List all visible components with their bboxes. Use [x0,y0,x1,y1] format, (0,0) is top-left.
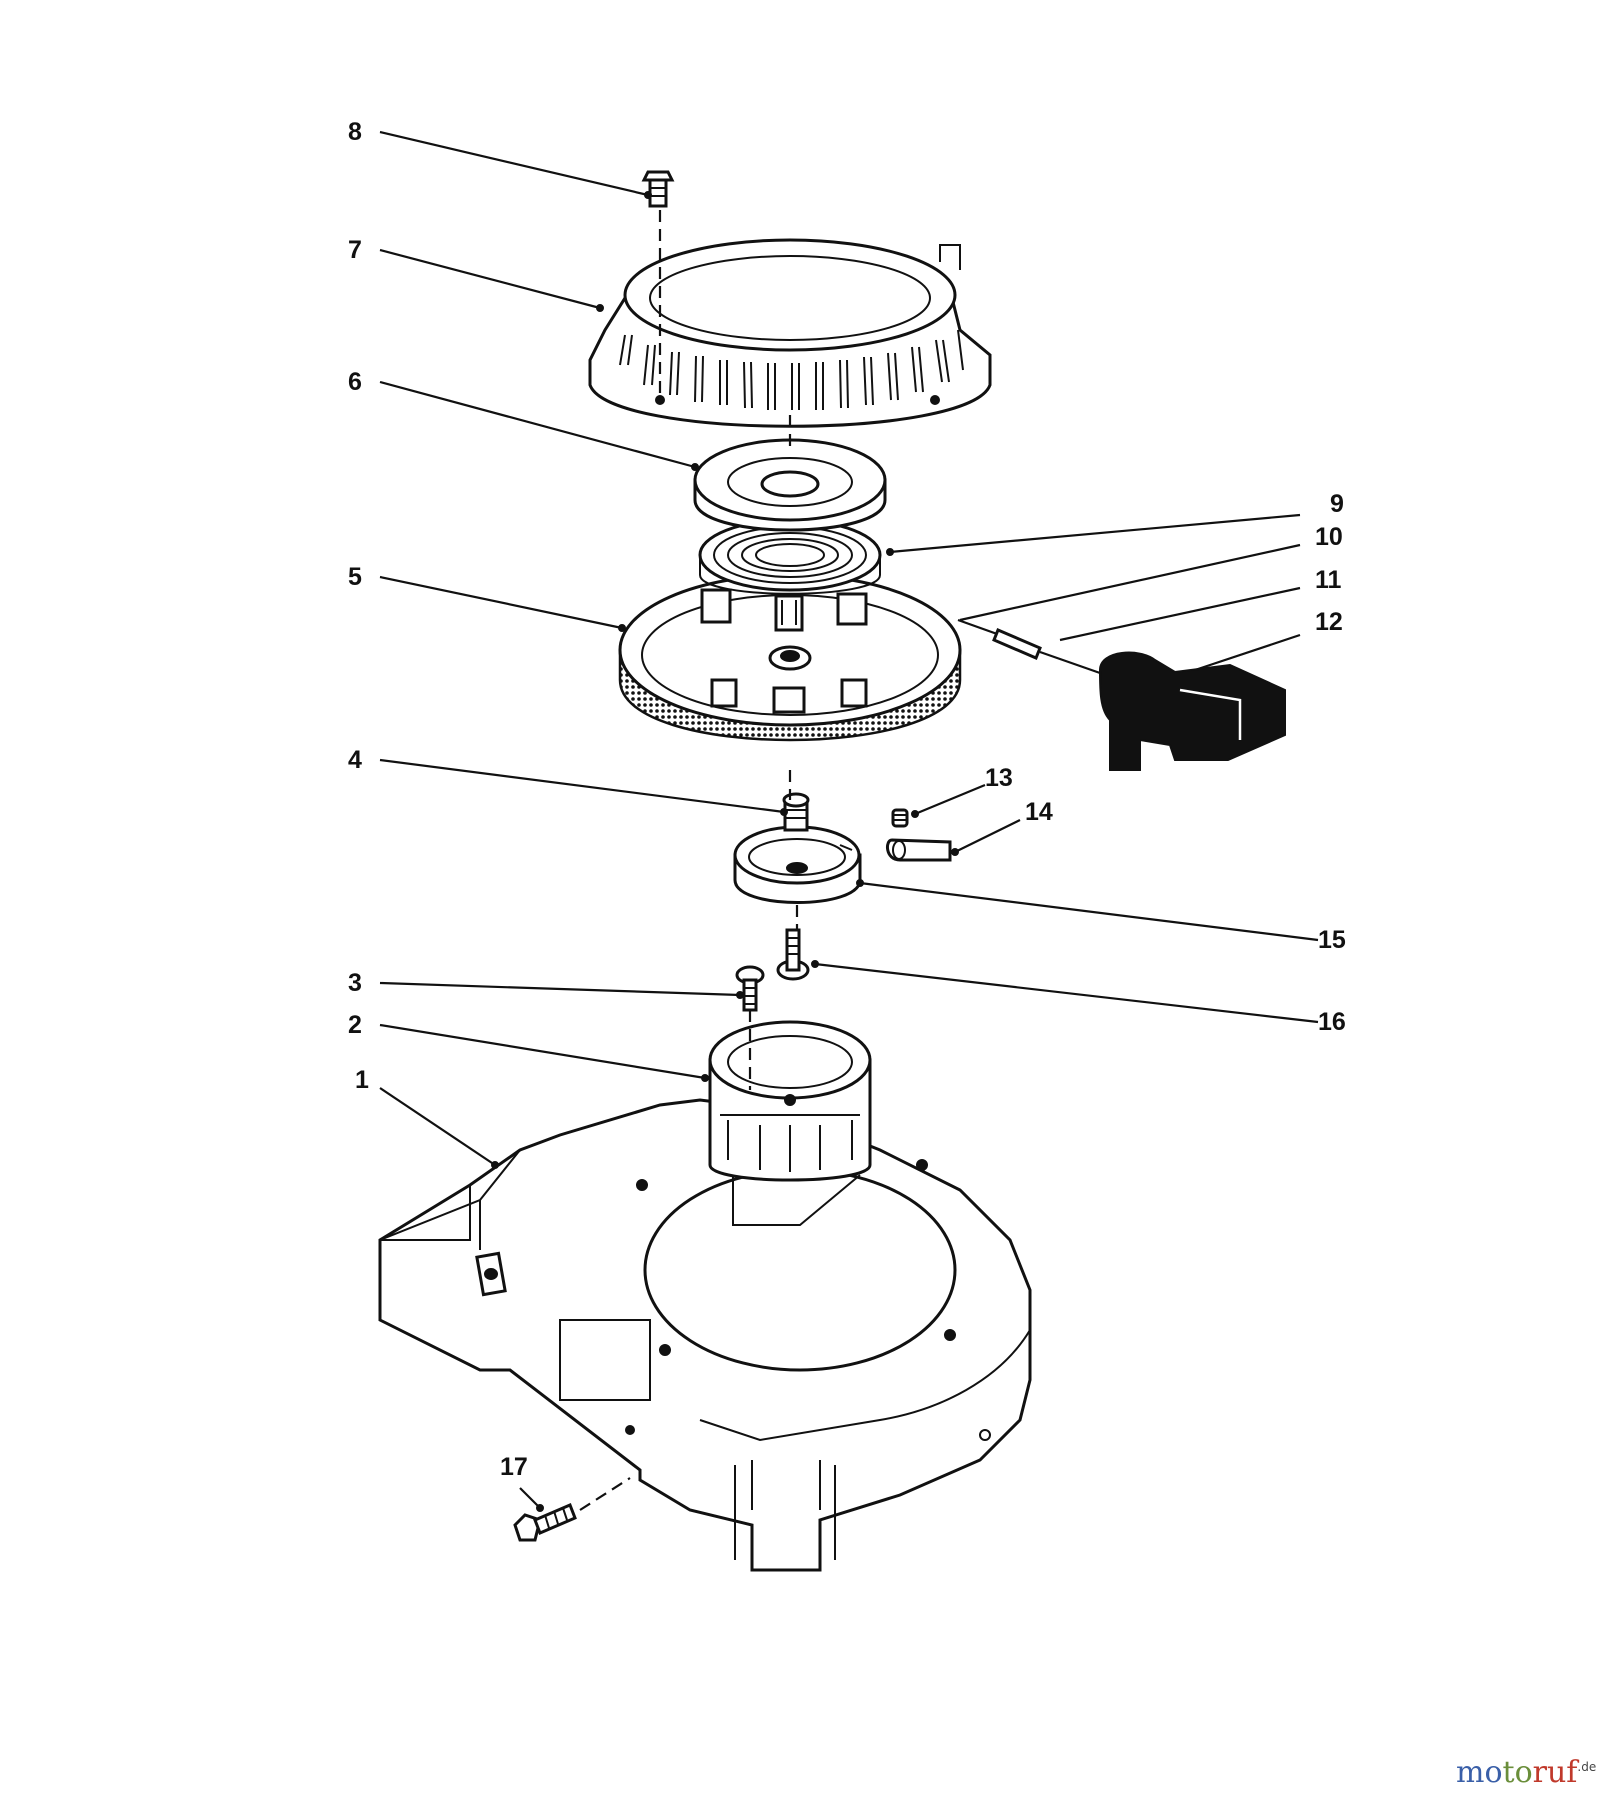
rope-part-10 [957,618,1001,637]
spring-cover-part-6 [693,438,887,532]
screw-part-17 [513,1503,577,1542]
callout-16: 16 [1318,1008,1346,1036]
starter-cup-part-2 [708,1020,872,1182]
pulley-part-5 [618,573,962,742]
callout-13: 13 [985,764,1013,792]
callout-3: 3 [348,969,362,997]
callout-5: 5 [348,563,362,591]
screw-part-16 [776,928,810,981]
watermark-suffix: .de [1577,1760,1597,1774]
callout-6: 6 [348,368,362,396]
pawl-housing-part-15 [733,825,862,904]
screw-part-8 [641,170,675,208]
callout-7: 7 [348,236,362,264]
starter-cover-part-7 [588,238,992,428]
callout-2: 2 [348,1011,362,1039]
callout-17: 17 [500,1453,528,1481]
callout-8: 8 [348,118,362,146]
starter-handle-part-12 [1098,651,1286,771]
watermark-text-part2: to [1502,1755,1533,1790]
callout-10: 10 [1315,523,1343,551]
callout-1: 1 [355,1066,369,1094]
pawl-part-14 [886,838,952,862]
callout-leaders [379,130,1319,1512]
screw-part-3 [735,965,765,1012]
callout-12: 12 [1315,608,1343,636]
callout-4: 4 [348,746,362,774]
blower-housing-part-1 [378,1098,1032,1572]
site-watermark: motoruf.de [1456,1755,1596,1790]
callout-14: 14 [1025,798,1053,826]
callout-9: 9 [1330,490,1344,518]
callout-15: 15 [1318,926,1346,954]
watermark-text-part3: ruf [1532,1755,1578,1790]
assembly-centerline [579,210,799,1511]
spring-part-13 [891,808,909,828]
callout-numbers: 8 7 6 5 4 3 2 1 9 10 11 12 13 14 15 16 1… [348,118,1346,1481]
watermark-text-part1: mo [1456,1755,1503,1790]
callout-11: 11 [1315,566,1342,594]
retainer-part-4 [782,792,810,832]
